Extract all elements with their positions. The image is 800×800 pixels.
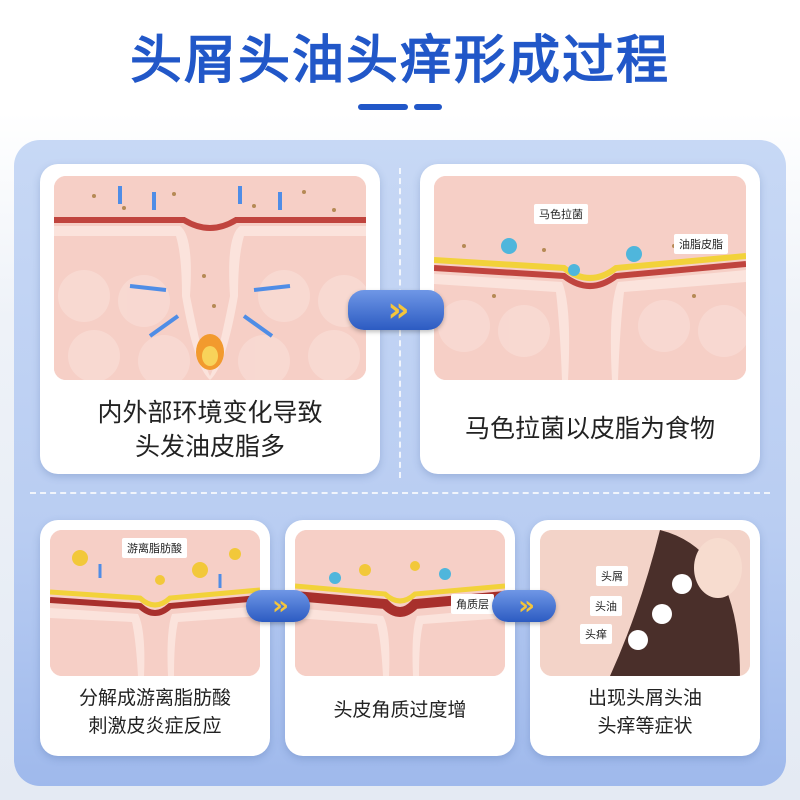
step-caption-3a: 分解成游离脂肪酸 bbox=[78, 687, 231, 709]
step-card-2: 马色拉菌 油脂皮脂 马色拉菌以皮脂为食物 bbox=[420, 164, 760, 474]
row-divider bbox=[30, 492, 770, 494]
step-caption-1a: 内外部环境变化导致 bbox=[97, 398, 323, 427]
step-illustration-5: 头屑 头油 头痒 bbox=[540, 530, 750, 676]
tag-stratum: 角质层 bbox=[451, 594, 494, 614]
tag-dandruff: 头屑 bbox=[596, 566, 628, 586]
tag-fungus: 马色拉菌 bbox=[534, 204, 588, 224]
tag-acid: 游离脂肪酸 bbox=[122, 538, 187, 558]
step-caption-4a: 头皮角质过度增 bbox=[333, 699, 467, 721]
step-card-1: 内外部环境变化导致 头发油皮脂多 bbox=[40, 164, 380, 474]
arrow-step-3-to-4: » bbox=[246, 590, 310, 622]
tag-oil: 头油 bbox=[590, 596, 622, 616]
page-title: 头屑头油头痒形成过程 bbox=[129, 31, 670, 91]
tag-itch: 头痒 bbox=[580, 624, 612, 644]
step-illustration-3: 游离脂肪酸 bbox=[50, 530, 260, 676]
step-caption-3b: 刺激皮炎症反应 bbox=[88, 715, 222, 737]
double-chevron-right-icon: » bbox=[387, 290, 410, 330]
step-illustration-2: 马色拉菌 油脂皮脂 bbox=[434, 176, 746, 380]
step-caption-1b: 头发油皮脂多 bbox=[134, 432, 285, 461]
title-underline-left bbox=[358, 104, 408, 110]
tag-sebum: 油脂皮脂 bbox=[674, 234, 728, 254]
step-illustration-1 bbox=[54, 176, 366, 380]
arrow-step-4-to-5: » bbox=[492, 590, 556, 622]
step-caption-5a: 出现头屑头油 bbox=[587, 687, 702, 709]
step-card-5: 头屑 头油 头痒 出现头屑头油 头痒等症状 bbox=[530, 520, 760, 756]
double-chevron-right-icon: » bbox=[272, 591, 289, 621]
step-caption-5b: 头痒等症状 bbox=[597, 715, 693, 737]
step-card-4: 角质层 头皮角质过度增 bbox=[285, 520, 515, 756]
step-card-3: 游离脂肪酸 分解成游离脂肪酸 刺激皮炎症反应 bbox=[40, 520, 270, 756]
double-chevron-right-icon: » bbox=[518, 591, 535, 621]
arrow-step-1-to-2: » bbox=[348, 290, 444, 330]
step-illustration-4: 角质层 bbox=[295, 530, 505, 676]
step-caption-2a: 马色拉菌以皮脂为食物 bbox=[464, 414, 715, 443]
title-underline-right bbox=[414, 104, 442, 110]
